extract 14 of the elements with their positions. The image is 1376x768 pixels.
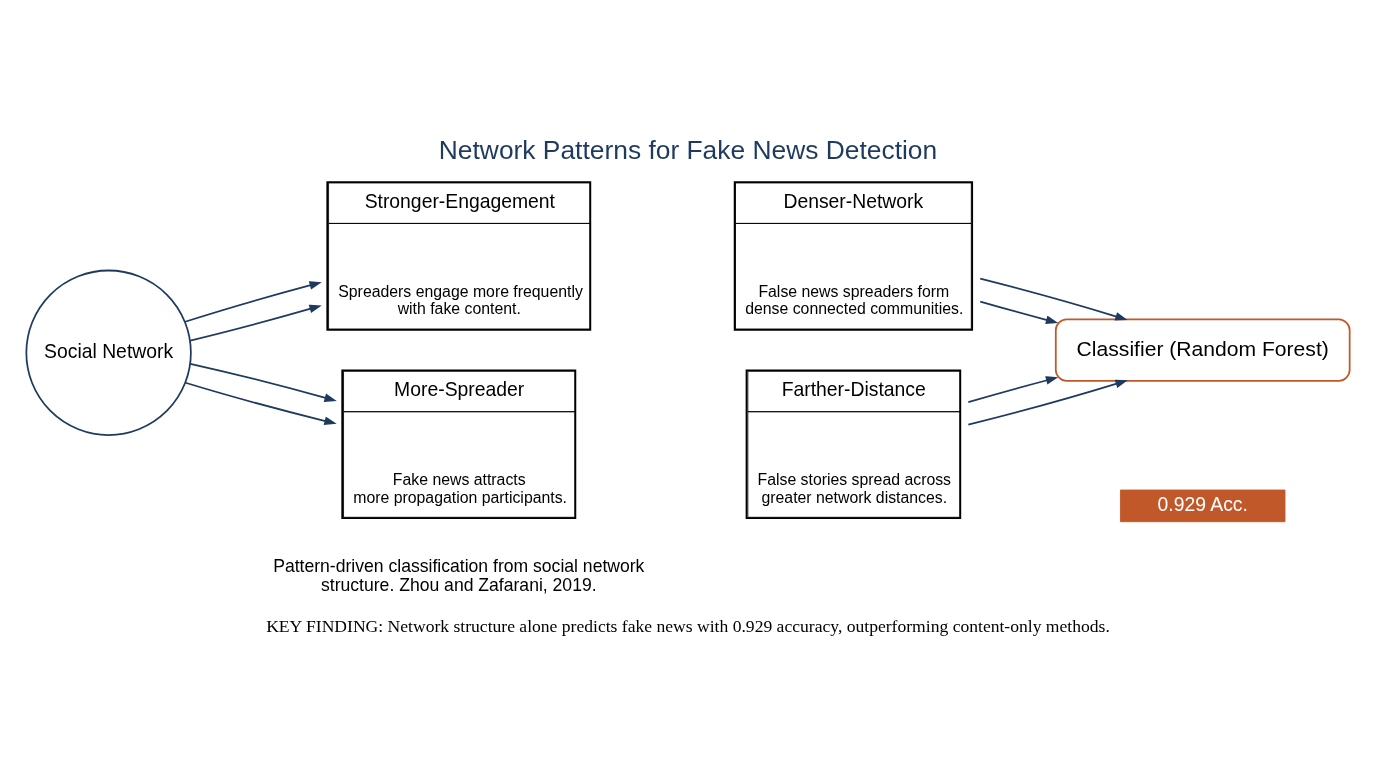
arrow <box>979 300 1059 324</box>
node-box: 0.929 Acc. <box>1120 489 1286 523</box>
caption: KEY FINDING: Network structure alone predicts fake news with 0.929 accuracy, outperforming content-only methods. <box>266 615 1110 636</box>
arrow <box>189 304 322 342</box>
arrow <box>967 376 1059 404</box>
node-circle: Social Network <box>25 269 192 436</box>
node-box: Classifier (Random Forest) <box>1054 318 1351 382</box>
arrow <box>189 362 337 402</box>
arrow <box>184 281 322 323</box>
diagram-title: Network Patterns for Fake News Detection <box>438 135 938 166</box>
arrow <box>184 381 337 426</box>
label: Pattern-driven classification from social network structure. Zhou and Zafarani, 2019. <box>273 555 645 596</box>
arrow <box>979 277 1128 321</box>
arrow <box>967 379 1128 426</box>
